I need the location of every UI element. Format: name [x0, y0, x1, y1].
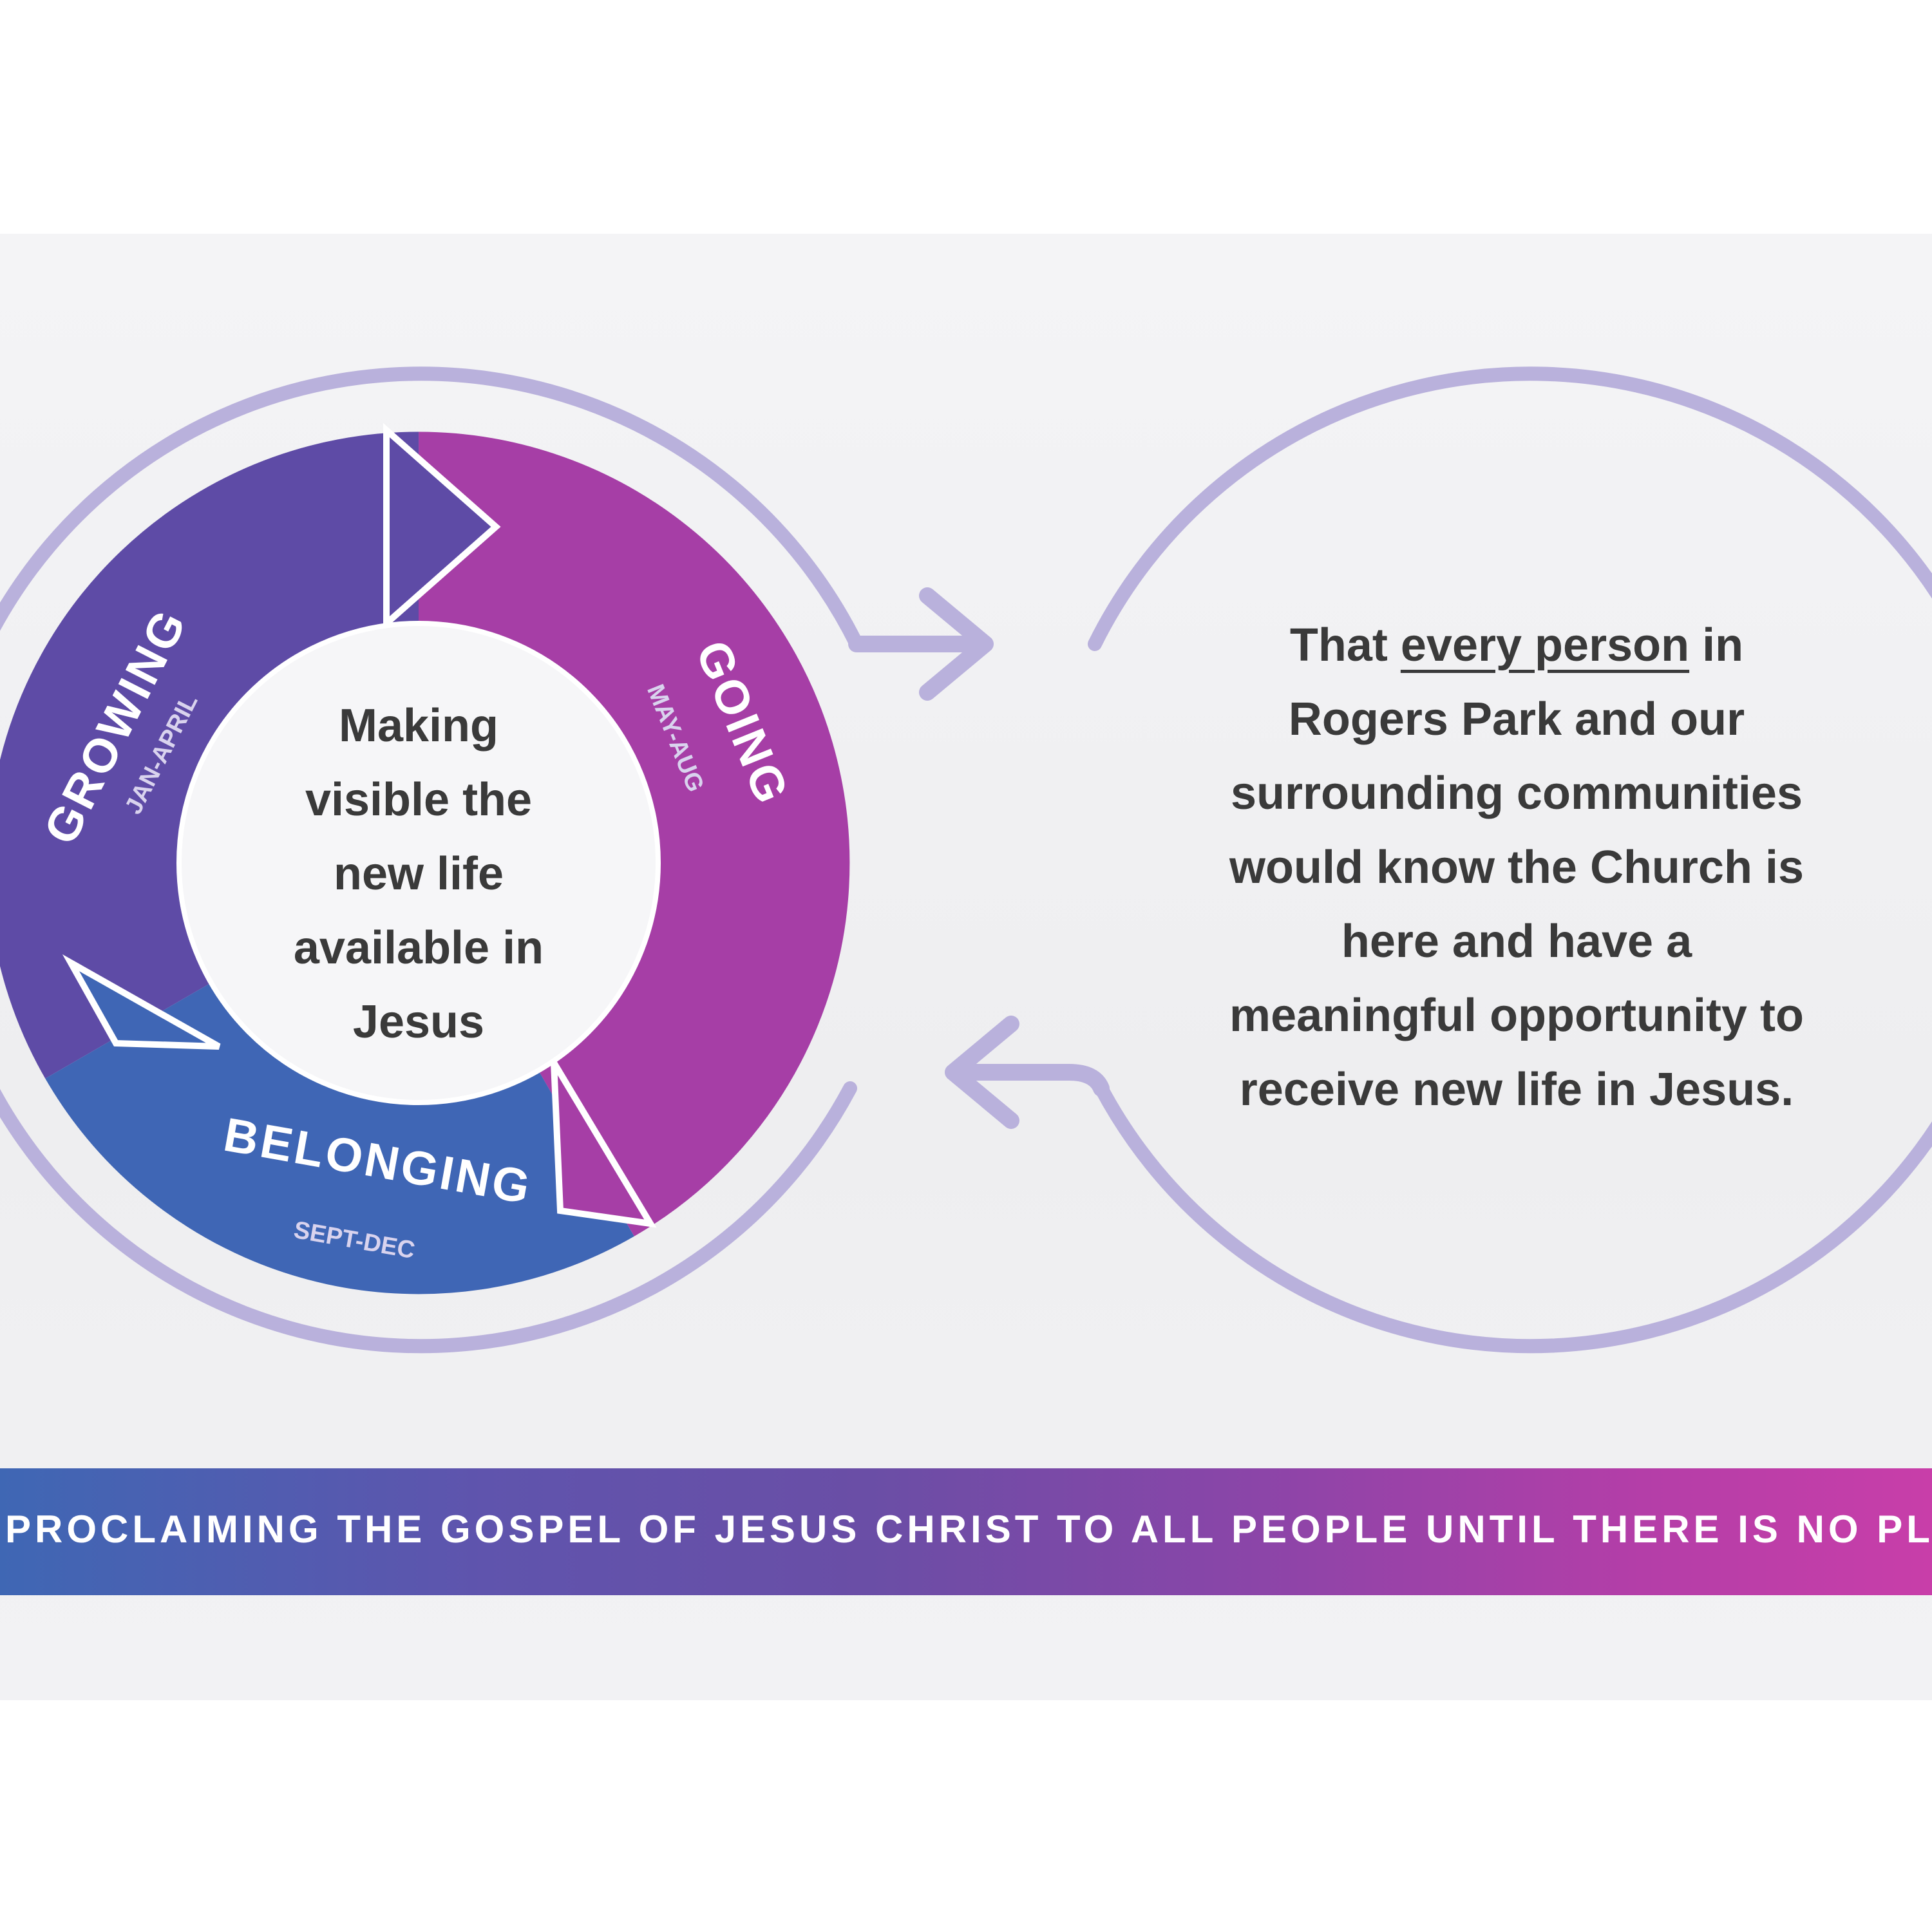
- center-line: new life: [333, 848, 504, 900]
- mission-line: receive new life in Jesus.: [1239, 1064, 1794, 1115]
- mission-line: meaningful opportunity to: [1229, 990, 1804, 1041]
- mission-line: surrounding communities: [1230, 768, 1803, 819]
- mission-line: Rogers Park and our: [1288, 694, 1745, 745]
- mission-text: That: [1289, 620, 1401, 671]
- banner: PROCLAIMING THE GOSPEL OF JESUS CHRIST T…: [0, 1468, 1932, 1595]
- right-outer-ring: [1088, 366, 1932, 1354]
- center-statement: Making visible the new life available in…: [258, 689, 580, 1059]
- mission-line: That every person in: [1179, 609, 1855, 683]
- mission-line: would know the Church is: [1229, 842, 1804, 893]
- growing-arrowhead: [383, 422, 501, 631]
- segment-going: [417, 431, 850, 1236]
- center-circle: [176, 621, 661, 1105]
- mission-underlined-text: every person: [1400, 620, 1690, 671]
- left-outer-ring: [0, 366, 864, 1354]
- mission-line: here and have a: [1341, 916, 1692, 967]
- center-line: available in: [293, 922, 544, 974]
- going-arrowhead: [551, 1061, 657, 1228]
- segment-belonging: [45, 982, 634, 1294]
- mission-text: in: [1689, 620, 1744, 671]
- center-line: Jesus: [352, 996, 485, 1048]
- belonging-arrowhead: [62, 954, 221, 1050]
- arrow-left-icon: [945, 1016, 1110, 1129]
- banner-text: PROCLAIMING THE GOSPEL OF JESUS CHRIST T…: [5, 1508, 1932, 1551]
- mission-statement: That every person in Rogers Park and our…: [1179, 609, 1855, 1127]
- center-line: visible the: [305, 774, 533, 826]
- segment-growing: [0, 431, 420, 1079]
- center-line: Making: [338, 700, 499, 752]
- arrow-right-icon: [848, 587, 994, 701]
